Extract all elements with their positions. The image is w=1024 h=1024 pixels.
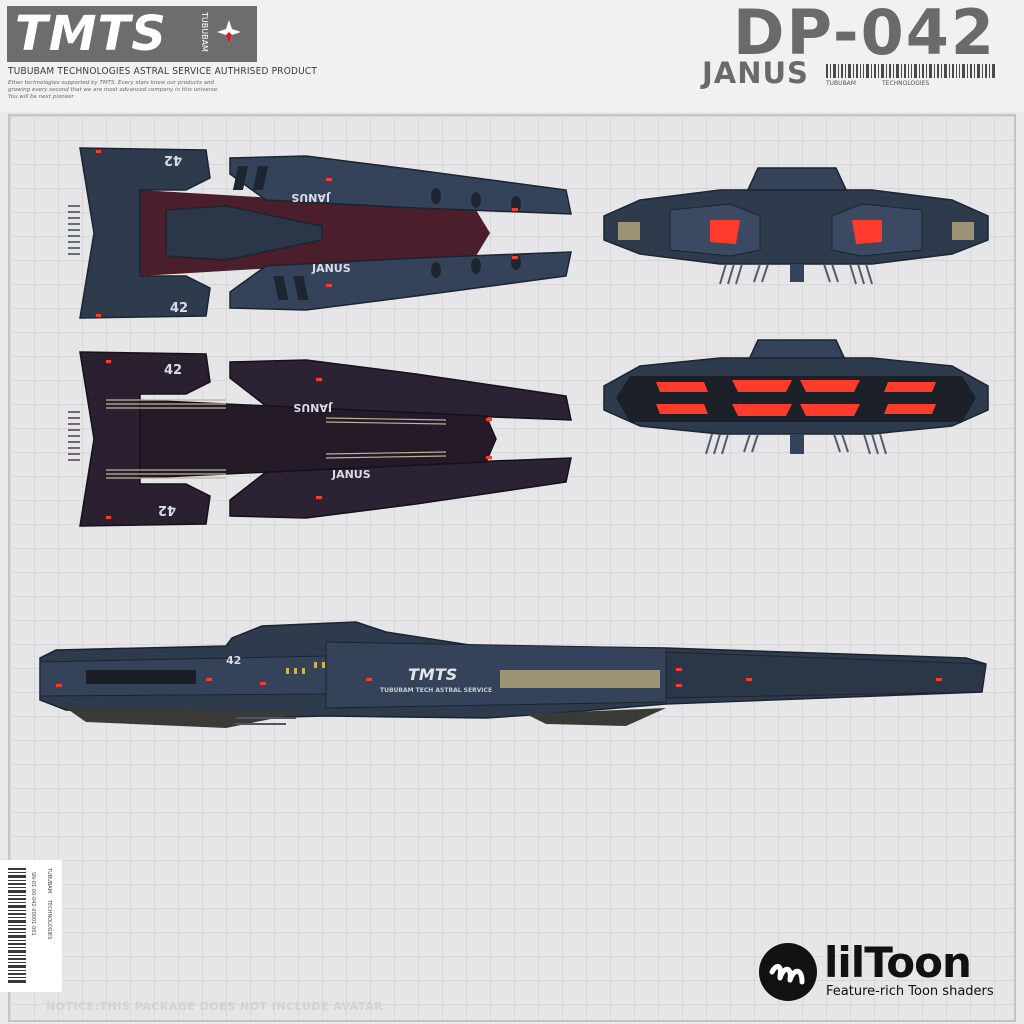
barcode	[826, 64, 995, 78]
side-logo: TMTS	[408, 665, 457, 684]
hull-number-label: 42	[164, 363, 182, 378]
liltoon-name: lilToon	[824, 938, 972, 987]
model-code: DP-042	[733, 0, 996, 69]
notice-text: NOTICE:THIS PACKAGE DOES NOT INCLUDE AVA…	[46, 1000, 384, 1013]
side-logo-subtitle: TUBUBAM TECH ASTRAL SERVICE	[380, 687, 492, 694]
hull-number-label: 42	[226, 654, 241, 667]
ship-bottom-view: 42 42 JANUS JANUS	[68, 351, 572, 527]
ship-rear-view	[603, 339, 989, 455]
fine-print: Ether technologies supported by TMTS. Ev…	[8, 80, 219, 100]
ship-front-view	[603, 167, 989, 285]
brand-logo-text: TMTS	[15, 6, 167, 62]
serial-sticker: TUBUBAM TECHNOLOGIES SN-01-00-042-00001-…	[0, 860, 62, 992]
ship-side-view: 42 TMTS TUBUBAM TECH ASTRAL SERVICE	[39, 621, 987, 728]
hull-name-label: JANUS	[291, 191, 331, 204]
model-name: JANUS	[702, 56, 809, 90]
vertical-barcode	[8, 868, 26, 983]
sticker-serial: SN-01-00-042-00001-001	[30, 872, 36, 936]
hull-name-label: JANUS	[331, 468, 371, 481]
brand-logo-vertical-text: TUBUBAM	[200, 12, 209, 52]
hull-number-label: 42	[164, 152, 182, 167]
hull-name-label: JANUS	[311, 262, 351, 275]
brand-logo: TMTS TUBUBAM	[7, 6, 257, 62]
sticker-label: TECHNOLOGIES	[46, 900, 52, 940]
liltoon-tagline: Feature-rich Toon shaders	[826, 984, 994, 999]
hull-name-label: JANUS	[293, 401, 333, 414]
sticker-label: TUBUBAM	[46, 868, 52, 893]
barcode-label: TECHNOLOGIES	[882, 80, 930, 87]
liltoon-logo-icon	[759, 943, 817, 1001]
barcode-label: TUBUBAM	[826, 80, 856, 87]
diamond-icon	[217, 20, 241, 44]
hull-number-label: 42	[158, 502, 176, 517]
hull-number-label: 42	[170, 301, 188, 316]
authorised-product-line: TUBUBAM TECHNOLOGIES ASTRAL SERVICE AUTH…	[8, 66, 318, 77]
header: TMTS TUBUBAM TUBUBAM TECHNOLOGIES ASTRAL…	[0, 0, 1024, 112]
ship-top-view: 42 42 JANUS JANUS	[68, 147, 572, 319]
